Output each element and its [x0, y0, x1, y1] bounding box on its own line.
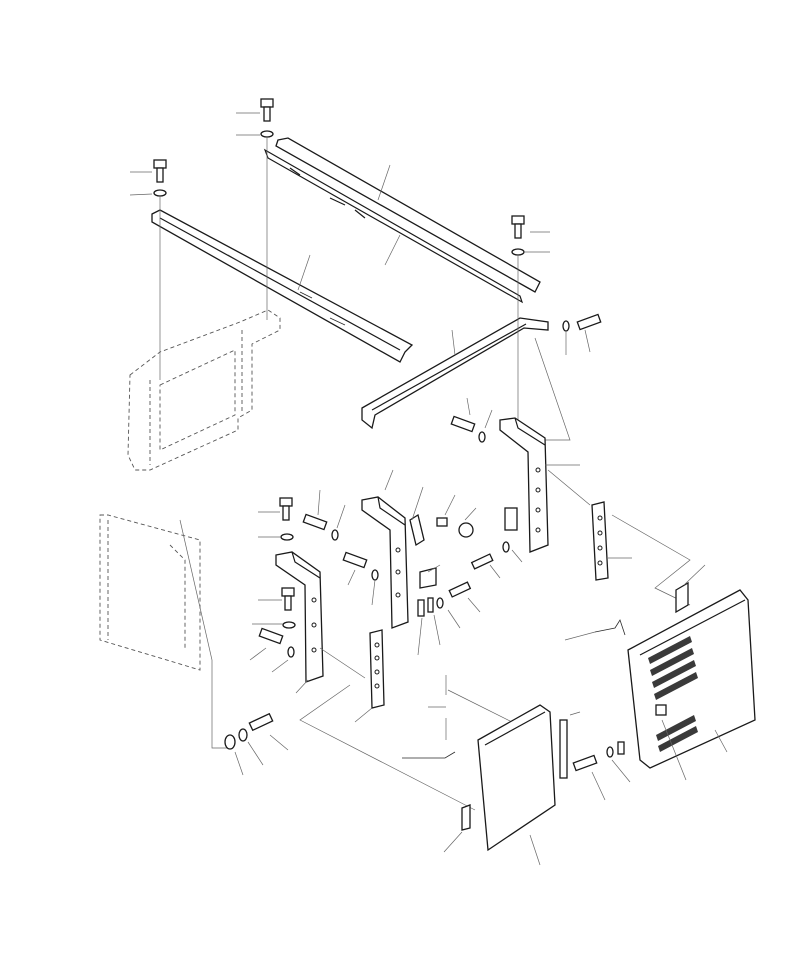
center-fasteners: [302, 489, 523, 656]
bolt-top-left: [153, 159, 167, 380]
rear-right-louvered-panel: [564, 564, 756, 781]
bolt-side-right: [562, 313, 602, 332]
bottom-left-fasteners: [224, 712, 289, 776]
top-rear-rail: [263, 137, 541, 304]
cab-frame-ghost: [127, 309, 281, 471]
bolt-mid-right: [450, 397, 493, 443]
spacer-plate-right: [591, 501, 632, 581]
left-side-panel-ghost: [99, 514, 230, 749]
left-upright-post: [275, 551, 324, 694]
bolt-top-center: [260, 98, 274, 320]
center-upright-post: [361, 469, 441, 629]
bolt-top-right: [511, 215, 525, 425]
assembly-guides: [299, 469, 691, 811]
leader-lines-top: [129, 112, 591, 441]
left-top-rail: [151, 209, 414, 363]
cross-beam: [361, 317, 549, 430]
right-upright-post: [499, 417, 580, 553]
spacer-plate-center: [354, 629, 385, 723]
front-bottom-panel: [402, 675, 556, 866]
left-fasteners: [249, 497, 296, 673]
bottom-right-fasteners: [559, 711, 631, 801]
